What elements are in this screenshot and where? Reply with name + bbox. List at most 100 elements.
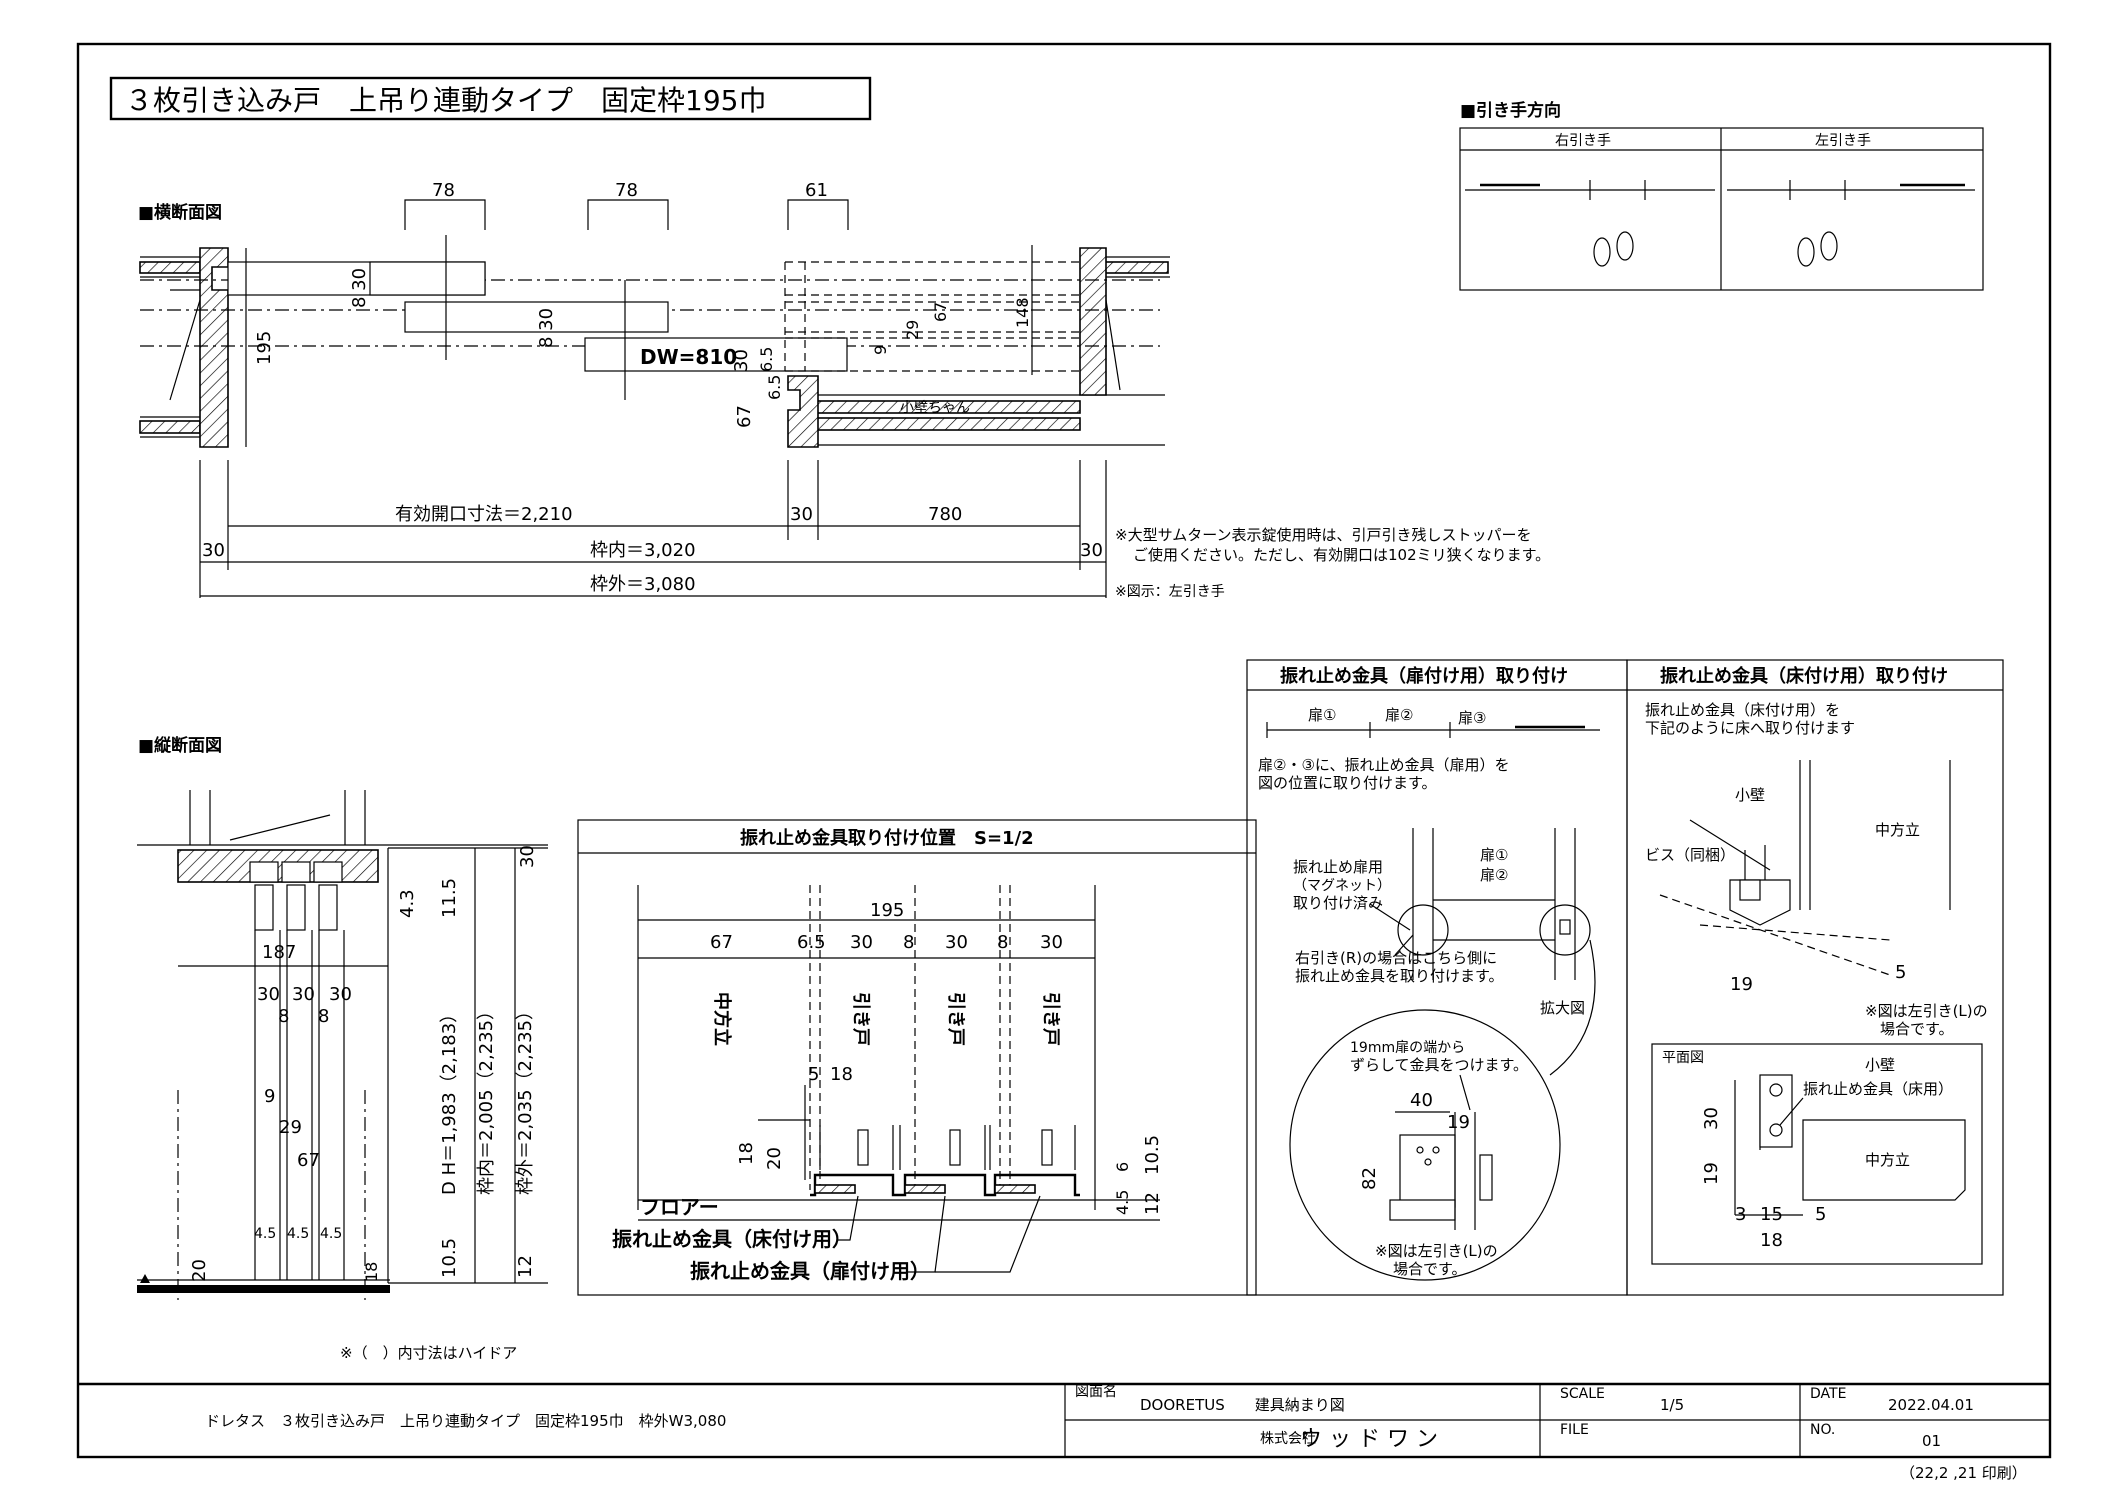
mid-dim-30a: 30 — [850, 932, 873, 953]
footer-company-label: 株式会社 — [1260, 1431, 1316, 1447]
p2-d15: 15 — [1760, 1204, 1783, 1225]
v-dim-30a: 30 — [257, 984, 280, 1005]
p2-text1: 振れ止め金具（床付け用）を — [1645, 701, 1840, 719]
mid-title: 振れ止め金具取り付け位置 S=1/2 — [740, 827, 1034, 849]
note-line3: ※図示：左引き手 — [1115, 584, 1225, 600]
mid-dim-20: 20 — [764, 1147, 785, 1170]
note-line1: ※大型サムターン表示錠使用時は、引戸引き残しストッパーを — [1115, 526, 1532, 544]
mid-dim-5: 5 — [808, 1064, 819, 1085]
mid-dim-195: 195 — [870, 900, 904, 921]
mid-dim-30c: 30 — [1040, 932, 1063, 953]
p1-d40: 40 — [1410, 1090, 1433, 1111]
dim-61: 61 — [805, 180, 828, 201]
v-door-height: D H＝1,983（2,183） — [439, 1005, 460, 1195]
p1-c2: ずらして金具をつけます。 — [1350, 1056, 1528, 1074]
dim-195: 195 — [254, 331, 275, 365]
dim-78a: 78 — [432, 180, 455, 201]
p1-right2: 振れ止め金具を取り付けます。 — [1295, 967, 1504, 985]
page-title: ３枚引き込み戸 上吊り連動タイプ 固定枠195巾 — [125, 84, 766, 117]
dim-6-5: 6.5 — [757, 347, 776, 372]
footer-company: ウ ッ ド ワ ン — [1300, 1427, 1438, 1452]
p2-plan: 平面図 — [1662, 1050, 1704, 1066]
mid-door-fitting: 振れ止め金具（扉付け用） — [690, 1259, 930, 1283]
mid-dim-10-5: 10.5 — [1142, 1135, 1163, 1175]
dim-6-5b: 6.5 — [765, 375, 784, 400]
v-frame-outer: 枠外＝2,035（2,235） — [515, 1002, 536, 1195]
dim-67a: 67 — [931, 302, 950, 322]
mid-hikido1: 引き戸 — [850, 992, 871, 1046]
p2-d5: 5 — [1895, 962, 1906, 983]
v-dim-4-3: 4.3 — [397, 889, 418, 918]
mid-dim-8a: 8 — [903, 932, 914, 953]
footer-drawing: DOORETUS 建具納まり図 — [1140, 1396, 1345, 1414]
v-dim-29: 29 — [279, 1117, 302, 1138]
mid-dim-67: 67 — [710, 932, 733, 953]
door-fitting-panel: 振れ止め金具（扉付け用）取り付け 扉① 扉② 扉③ 扉②・③に、振れ止め金具（扉… — [1246, 659, 1628, 1296]
handle-direction: ■引き手方向 右引き手 左引き手 — [1459, 100, 1984, 291]
open-width: 有効開口寸法＝2,210 — [395, 504, 573, 525]
mid-nakatate: 中方立 — [711, 992, 733, 1046]
p2-note1: ※図は左引き(L)の — [1865, 1002, 1988, 1020]
footer-no: 01 — [1922, 1432, 1941, 1450]
high-door-note: ※（ ）内寸法はハイドア — [340, 1344, 517, 1362]
footer-block: ドレタス ３枚引き込み戸 上吊り連動タイプ 固定枠195巾 枠外W3,080 図… — [78, 1382, 2050, 1482]
footer-file-label: FILE — [1560, 1422, 1589, 1438]
dim-67b: 67 — [734, 405, 755, 428]
p1-zoom: 拡大図 — [1540, 999, 1585, 1017]
p2-kokabe: 小壁 — [1735, 786, 1765, 804]
mid-dim-18: 18 — [830, 1064, 853, 1085]
p1-door1b: 扉① — [1480, 846, 1508, 864]
v-dim-20: 20 — [189, 1259, 210, 1282]
p1-lab3: 取り付け済み — [1293, 894, 1383, 912]
v-dim-67: 67 — [297, 1150, 320, 1171]
p1-c3: ※図は左引き(L)の — [1375, 1242, 1498, 1260]
floor-fitting-panel: 振れ止め金具（床付け用）取り付け 振れ止め金具（床付け用）を 下記のように床へ取… — [1626, 659, 2004, 1296]
footer-zumei-label: 図面名 — [1075, 1384, 1117, 1400]
dim-78b: 78 — [615, 180, 638, 201]
note-line2: ご使用ください。ただし、有効開口は102ミリ狭くなります。 — [1133, 546, 1550, 564]
mid-dim-18b: 18 — [736, 1142, 757, 1165]
p2-d3: 3 — [1735, 1204, 1746, 1225]
p2-d18: 18 — [1760, 1230, 1783, 1251]
dim-9: 9 — [871, 345, 890, 355]
p1-title: 振れ止め金具（扉付け用）取り付け — [1280, 665, 1568, 687]
v-dim-4-5a: 4.5 — [254, 1226, 276, 1242]
v-dim-12: 12 — [515, 1255, 536, 1278]
p1-lab2: （マグネット） — [1293, 878, 1391, 894]
handle-heading: ■引き手方向 — [1460, 100, 1561, 121]
mid-dim-6: 6 — [1113, 1162, 1132, 1172]
p2-d30: 30 — [1701, 1107, 1722, 1130]
footer-name: ドレタス ３枚引き込み戸 上吊り連動タイプ 固定枠195巾 枠外W3,080 — [205, 1412, 726, 1430]
p2-note2: 場合です。 — [1880, 1020, 1954, 1038]
p2-screw: ビス（同梱） — [1645, 846, 1735, 864]
footer-no-label: NO. — [1810, 1422, 1835, 1438]
handle-left: 左引き手 — [1815, 133, 1871, 149]
mid-floor-fitting: 振れ止め金具（床付け用） — [612, 1227, 852, 1251]
v-dim-9: 9 — [264, 1086, 275, 1107]
mid-dim-8b: 8 — [997, 932, 1008, 953]
v-dim-8a: 8 — [278, 1006, 289, 1027]
p1-door3: 扉③ — [1458, 709, 1486, 727]
mid-hikido2: 引き戸 — [945, 992, 966, 1046]
p2-d5b: 5 — [1815, 1204, 1826, 1225]
dim-30l: 30 — [202, 540, 225, 561]
dim-780: 780 — [928, 504, 962, 525]
p1-c1: 19mm扉の端から — [1350, 1040, 1465, 1056]
dim-8-30a: 8 30 — [349, 268, 370, 308]
v-dim-30: 30 — [517, 845, 538, 868]
p2-nakatate: 中方立 — [1875, 821, 1920, 839]
p2-text2: 下記のように床へ取り付けます — [1645, 719, 1855, 737]
p1-text2: 図の位置に取り付けます。 — [1258, 774, 1437, 792]
p2-fitting: 振れ止め金具（床用） — [1803, 1080, 1953, 1098]
p1-door1: 扉① — [1308, 706, 1336, 724]
v-dim-30b: 30 — [292, 984, 315, 1005]
footer-scale: 1/5 — [1660, 1396, 1684, 1414]
v-dim-10-5: 10.5 — [439, 1238, 460, 1278]
frame-inner: 枠内＝3,020 — [590, 540, 696, 561]
v-dim-8b: 8 — [318, 1006, 329, 1027]
mid-dim-30b: 30 — [945, 932, 968, 953]
mid-hikido3: 引き戸 — [1040, 992, 1061, 1046]
dim-30c: 30 — [790, 504, 813, 525]
footer-date-label: DATE — [1810, 1386, 1846, 1402]
